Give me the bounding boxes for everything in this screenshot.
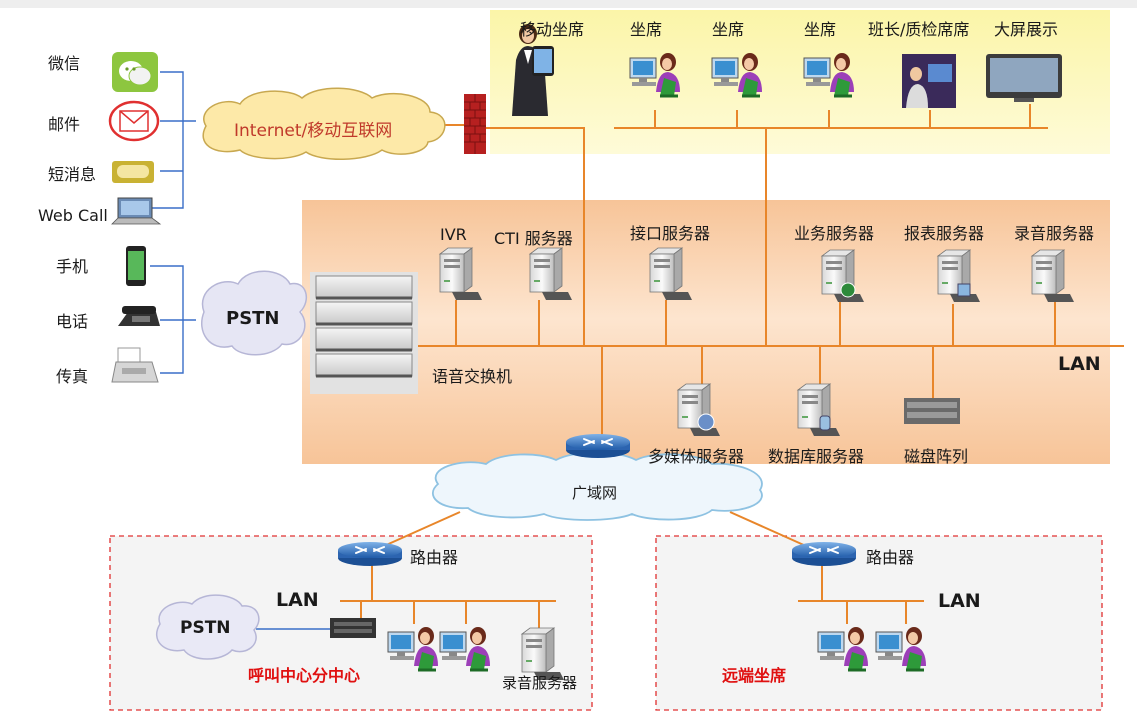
- orange-wires: [283, 104, 1124, 628]
- pstn-cloud-main: [201, 270, 308, 356]
- branch-lan-label: LAN: [276, 589, 319, 611]
- pstn-cloud-branch: [155, 594, 260, 660]
- multimedia-server-label: 多媒体服务器: [648, 447, 745, 466]
- remote-lan-label: LAN: [938, 590, 981, 612]
- business-server-label: 业务服务器: [794, 224, 875, 243]
- blue-channel-wires: [150, 71, 330, 630]
- remote-router-icon: [791, 541, 857, 567]
- big-screen-icon: [986, 54, 1062, 102]
- mobile-agent-label: 移动坐席: [520, 20, 585, 39]
- fax-label: 传真: [56, 367, 89, 386]
- telephone-icon: [118, 306, 160, 326]
- report-server-label: 报表服务器: [904, 224, 985, 243]
- mobile-agent-icon: [512, 24, 554, 116]
- mobile-label: 手机: [56, 257, 89, 276]
- top-bar: [0, 0, 1137, 8]
- branch-switch-icon: [330, 618, 376, 638]
- internet-cloud: [202, 87, 446, 160]
- email-icon: [108, 100, 160, 142]
- interface-server-label: 接口服务器: [630, 224, 711, 243]
- wan-label: 广域网: [572, 484, 618, 502]
- voice-switch-icon: [310, 272, 418, 394]
- agent-label-3: 坐席: [804, 20, 837, 39]
- sms-icon: [112, 161, 154, 183]
- database-server-label: 数据库服务器: [768, 447, 865, 466]
- voice-switch-label: 语音交换机: [432, 367, 513, 386]
- cti-label: CTI 服务器: [494, 229, 573, 248]
- report-server-icon: [937, 249, 981, 303]
- disk-array-icon: [904, 398, 960, 424]
- database-server-icon: [797, 383, 841, 437]
- sms-label: 短消息: [48, 165, 97, 184]
- internet-cloud-label: Internet/移动互联网: [234, 121, 393, 141]
- firewall-icon: [464, 94, 486, 154]
- supervisor-icon: [902, 54, 956, 108]
- disk-array-label: 磁盘阵列: [904, 447, 969, 466]
- wechat-label: 微信: [48, 54, 81, 73]
- remote-router-label: 路由器: [866, 548, 915, 567]
- ivr-label: IVR: [440, 225, 467, 244]
- recording-server-label: 录音服务器: [1014, 224, 1095, 243]
- remote-name-label: 远端坐席: [722, 666, 787, 685]
- branch-router-label: 路由器: [410, 548, 459, 567]
- branch-router-icon: [337, 541, 403, 567]
- branch-name-label: 呼叫中心分中心: [248, 666, 361, 685]
- wan-cloud: [432, 451, 763, 521]
- pstn-branch-label: PSTN: [180, 618, 231, 638]
- supervisor-label: 班长/质检席席: [868, 20, 970, 39]
- multimedia-server-icon: [677, 383, 721, 437]
- big-screen-label: 大屏展示: [994, 20, 1059, 39]
- wan-router-icon: [565, 433, 631, 459]
- branch-recording-label: 录音服务器: [502, 674, 578, 692]
- pstn-main-label: PSTN: [226, 308, 280, 329]
- business-server-icon: [821, 249, 865, 303]
- fax-icon: [111, 347, 159, 383]
- remote-zone: [655, 535, 1103, 711]
- agent-label-2: 坐席: [712, 20, 745, 39]
- mobile-phone-icon: [126, 246, 146, 286]
- email-label: 邮件: [48, 115, 81, 134]
- agent-label-1: 坐席: [630, 20, 663, 39]
- laptop-icon: [111, 197, 162, 225]
- phone-label: 电话: [56, 312, 89, 331]
- main-lan-label: LAN: [1058, 353, 1101, 375]
- webcall-label: Web Call: [38, 206, 108, 225]
- wechat-icon: [112, 52, 158, 92]
